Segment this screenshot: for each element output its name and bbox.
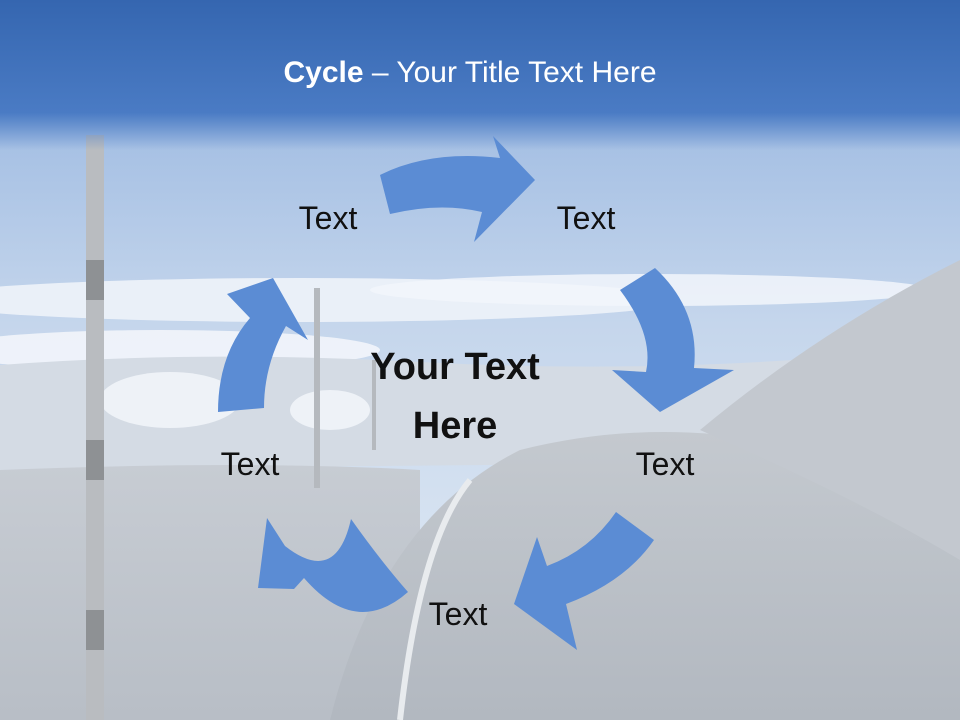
cycle-arrow-5 [218,278,308,412]
cycle-arrow-3 [514,512,654,650]
title-rest-part: – Your Title Text Here [363,56,657,89]
cycle-label-3: Text [220,446,280,482]
title-band [0,0,960,150]
cycle-label-2: Text [556,200,616,236]
cycle-arrow-1 [380,136,535,242]
cycle-label-5: Text [428,596,488,632]
page-title: Cycle – Your Title Text Here [0,56,940,90]
cycle-label-4: Text [635,446,695,482]
cycle-arrow-4 [258,518,408,612]
center-text-line-1: Your Text [370,346,540,388]
cycle-label-1: Text [298,200,358,236]
title-bold-part: Cycle [283,56,364,89]
center-text: Your Text Here [330,338,580,456]
center-text-line-2: Here [412,404,498,447]
cycle-arrow-2 [612,268,734,412]
